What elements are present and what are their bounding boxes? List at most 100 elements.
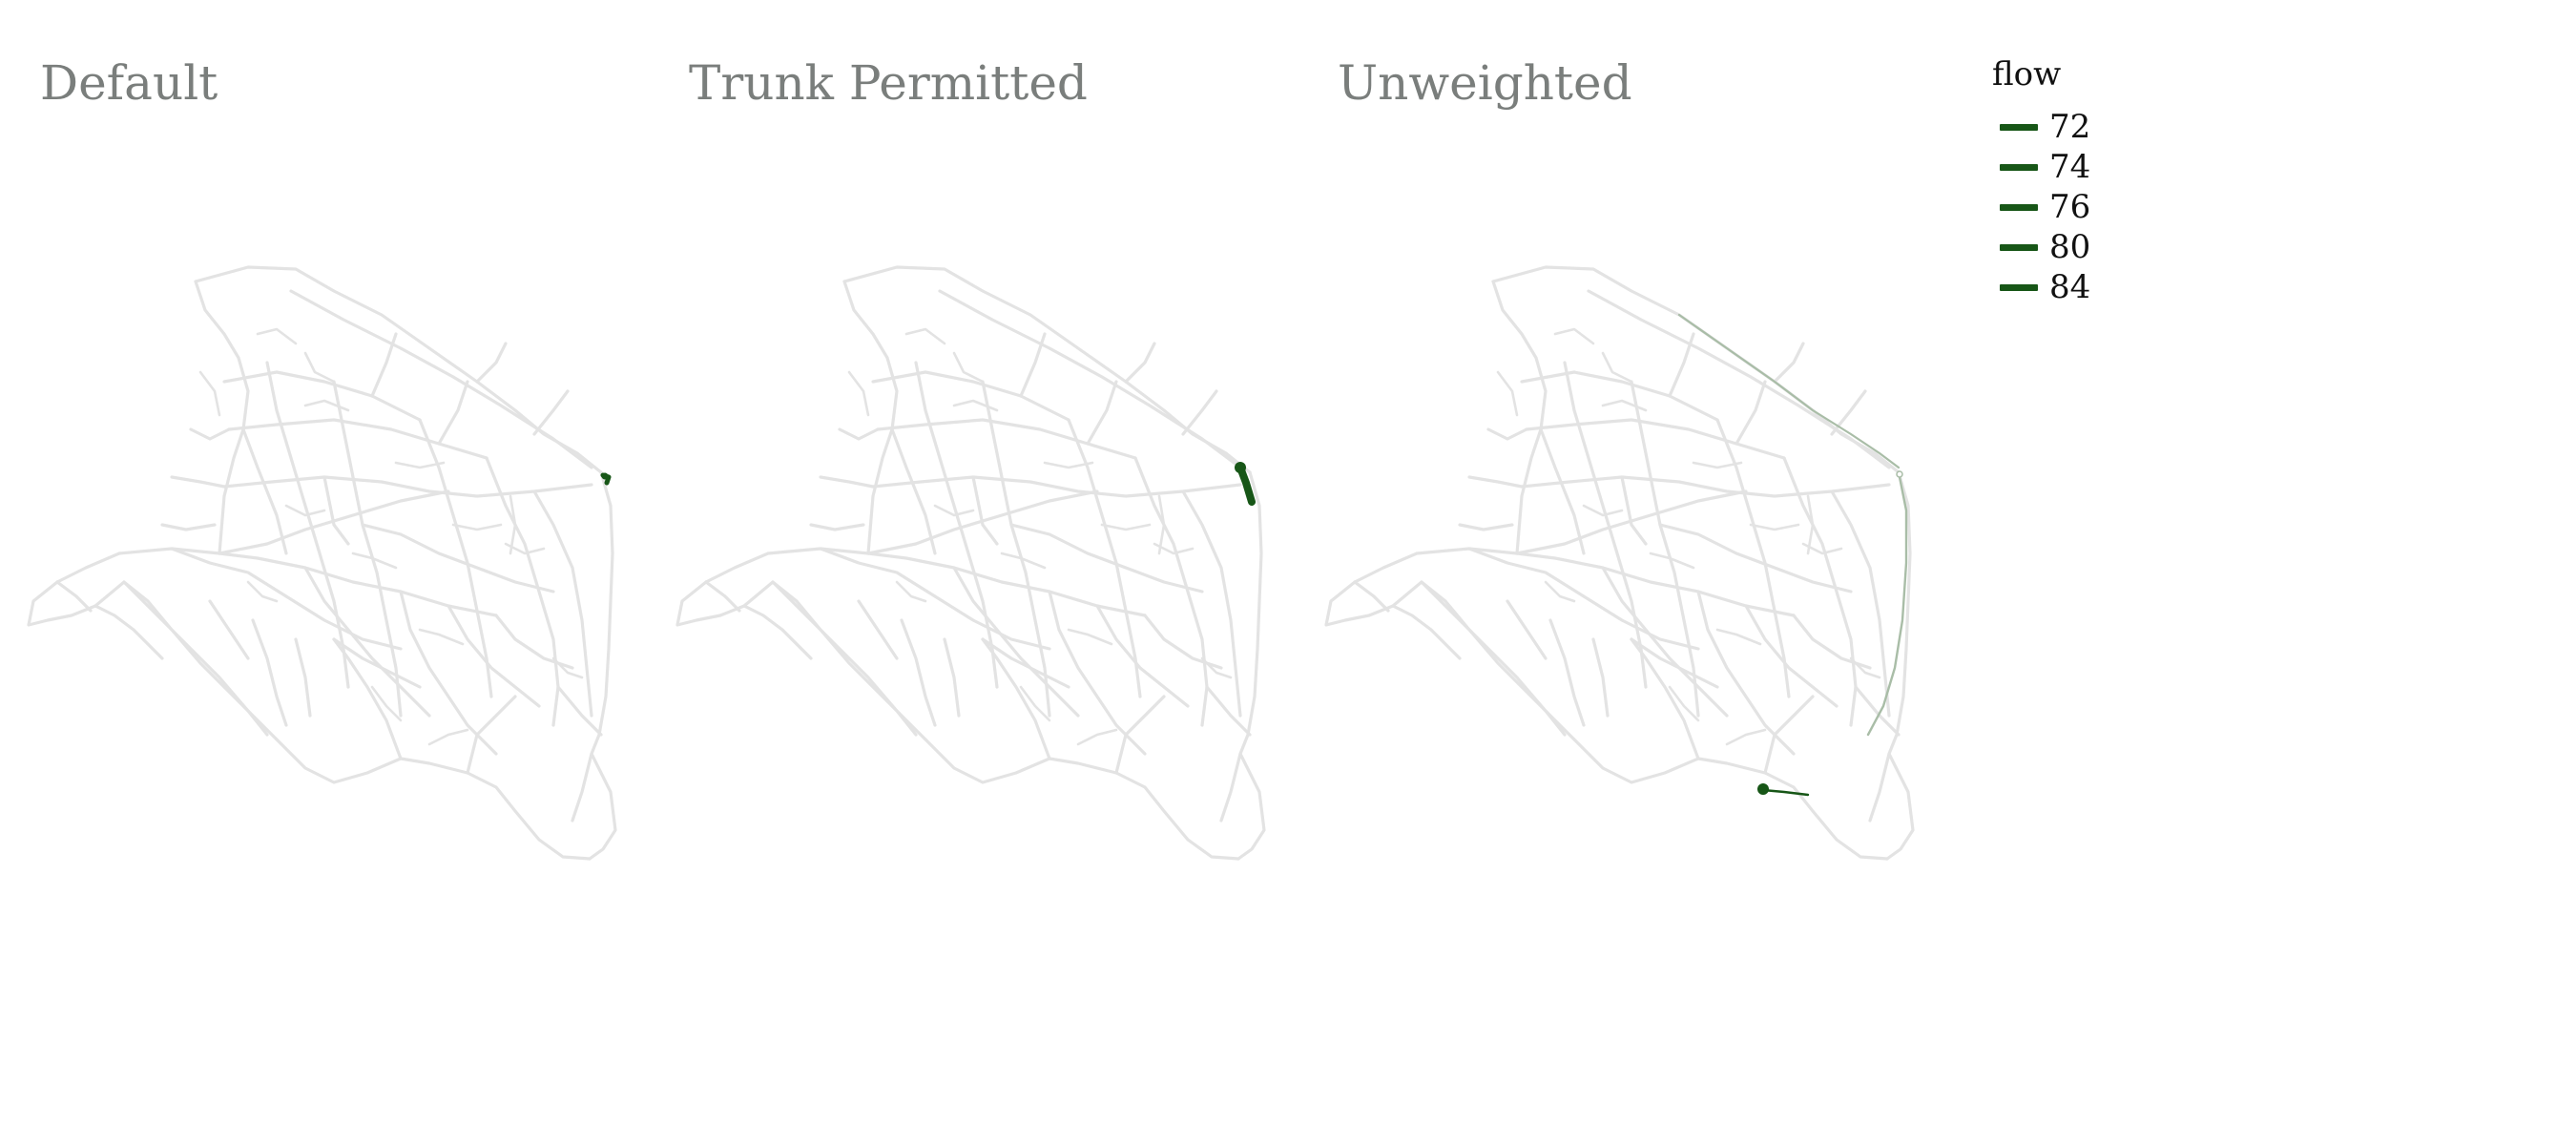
road-segment xyxy=(924,738,1240,861)
road-segment xyxy=(1067,628,1113,646)
road-segment xyxy=(418,628,465,646)
road-segment xyxy=(222,370,422,422)
road-segment xyxy=(981,637,1070,689)
road-segment xyxy=(55,580,93,613)
road-segment xyxy=(952,351,985,384)
road-segment xyxy=(208,599,250,660)
panel-title-default: Default xyxy=(40,55,218,111)
road-segment xyxy=(847,370,870,417)
road-segment xyxy=(871,475,1242,498)
road-segment xyxy=(1506,599,1548,660)
road-segment xyxy=(227,418,488,460)
road-segment xyxy=(1100,523,1152,531)
road-segment xyxy=(451,523,503,531)
road-segment xyxy=(866,489,1099,555)
road-segment xyxy=(1630,637,1719,689)
road-segment xyxy=(914,361,999,689)
road-segment xyxy=(189,427,231,441)
road-segment xyxy=(1219,752,1242,822)
legend-swatch xyxy=(2000,243,2038,251)
road-segment xyxy=(981,380,1051,718)
road-segment xyxy=(1601,566,1729,718)
road-segment xyxy=(952,566,1080,718)
map-trunk-permitted xyxy=(675,265,1266,861)
road-segment xyxy=(1830,389,1867,436)
flow-origin-marker xyxy=(601,472,609,480)
road-segment xyxy=(27,547,279,741)
road-segment xyxy=(1114,695,1166,775)
road-segment xyxy=(1520,475,1891,498)
road-segment xyxy=(1668,685,1700,722)
road-segment xyxy=(475,342,508,384)
road-segment xyxy=(1525,418,1786,460)
road-segment xyxy=(1854,685,1901,737)
road-segment xyxy=(704,580,741,613)
road-segment xyxy=(1486,427,1528,441)
road-segment xyxy=(1539,427,1586,555)
road-segment xyxy=(1649,552,1695,570)
road-segment xyxy=(1868,752,1891,822)
road-segment xyxy=(532,389,570,436)
road-segment xyxy=(1009,523,1204,593)
flow-legend: flow 72 74 76 80 84 xyxy=(1992,55,2090,307)
road-segment xyxy=(427,728,469,746)
road-segment xyxy=(1553,327,1595,345)
road-segment xyxy=(437,380,469,446)
road-segment xyxy=(1563,361,1648,689)
road-segment xyxy=(122,580,269,737)
road-segment xyxy=(1763,695,1815,775)
road-segment xyxy=(900,618,937,727)
road-segment xyxy=(809,523,865,531)
road-segment xyxy=(394,461,446,469)
legend-swatch xyxy=(2000,163,2038,171)
road-segment xyxy=(1157,494,1166,555)
road-segment xyxy=(819,475,875,489)
road-segment xyxy=(1420,580,1567,737)
road-segment xyxy=(1200,656,1233,679)
panel-title-trunk-permitted: Trunk Permitted xyxy=(689,55,1088,111)
road-segment xyxy=(1749,523,1800,531)
road-segment xyxy=(1849,656,1881,679)
flow-origin-marker xyxy=(1757,783,1769,795)
road-segment xyxy=(1491,265,1901,474)
road-segment xyxy=(241,427,288,555)
road-segment xyxy=(218,489,450,555)
road-segment xyxy=(1496,370,1519,417)
road-segment xyxy=(938,289,1242,469)
map-default xyxy=(27,265,617,861)
road-segment xyxy=(571,752,593,822)
road-segment xyxy=(194,280,250,555)
road-segment xyxy=(1353,580,1390,613)
road-segment xyxy=(1181,489,1242,718)
road-segment xyxy=(842,265,1252,474)
flow-route xyxy=(1677,313,1901,469)
road-segment xyxy=(876,418,1137,460)
road-segment xyxy=(871,370,1070,422)
road-segment xyxy=(1324,547,1576,741)
road-segment xyxy=(1544,580,1576,603)
road-segment xyxy=(556,685,603,737)
road-segment xyxy=(1019,332,1047,398)
road-segment xyxy=(1076,728,1118,746)
road-segment xyxy=(275,738,592,861)
road-segment xyxy=(838,427,880,441)
legend-swatch xyxy=(2000,283,2038,291)
road-segment xyxy=(1658,523,1853,593)
road-segment xyxy=(294,637,312,718)
road-segment xyxy=(303,399,350,412)
panel-title-unweighted: Unweighted xyxy=(1338,55,1632,111)
road-segment xyxy=(1000,552,1047,570)
road-segment xyxy=(170,475,226,489)
road-segment xyxy=(370,332,398,398)
road-segment xyxy=(1467,547,1700,651)
legend-entry: 74 xyxy=(1992,147,2090,187)
flow-route xyxy=(1761,788,1810,797)
road-segment xyxy=(1601,351,1633,384)
road-segment xyxy=(194,265,603,474)
road-segment xyxy=(1744,604,1839,708)
road-segment xyxy=(1515,489,1748,555)
road-segment xyxy=(1515,552,1796,617)
legend-label: 74 xyxy=(2049,148,2091,186)
road-segment xyxy=(1582,504,1624,517)
road-segment xyxy=(971,475,999,546)
